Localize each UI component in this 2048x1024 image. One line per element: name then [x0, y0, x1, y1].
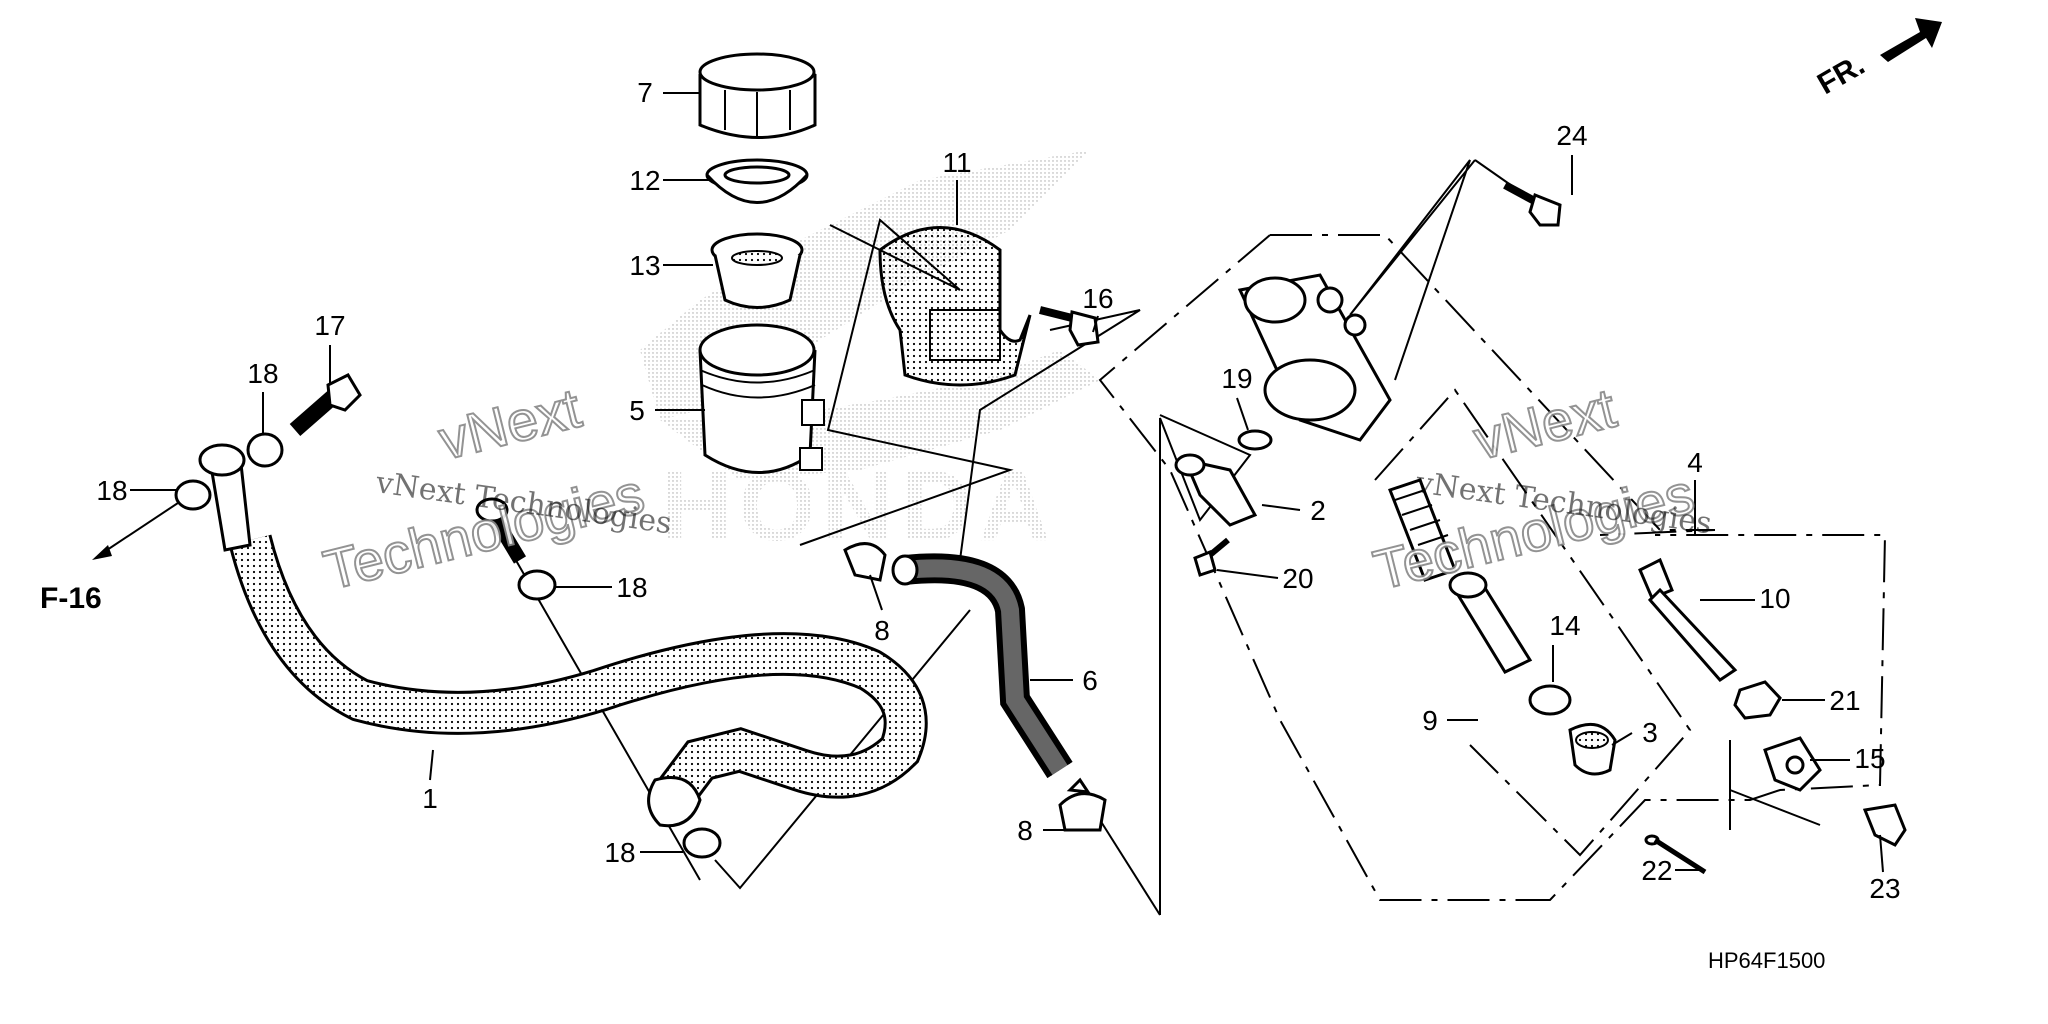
callout-18-mid: 18 [616, 572, 647, 603]
callout-13: 13 [629, 250, 660, 281]
washer-18-bottom [682, 827, 722, 859]
hose-joint-2 [1174, 453, 1258, 527]
reservoir-cover [878, 226, 1032, 387]
callout-4: 4 [1687, 447, 1703, 478]
watermark-left-line1: vNext [433, 376, 588, 472]
reservoir [698, 323, 825, 474]
push-rod-joint [1763, 736, 1822, 792]
callout-18-top: 18 [247, 358, 278, 389]
master-cylinder-body [1237, 273, 1392, 442]
washer-14 [1528, 684, 1572, 716]
callout-19: 19 [1221, 363, 1252, 394]
callout-1: 1 [422, 783, 438, 814]
honda-brand-watermark: HONDA [660, 450, 1057, 562]
brake-hose [198, 443, 928, 828]
callout-5: 5 [629, 395, 645, 426]
callout-8-lower: 8 [1017, 815, 1033, 846]
reservoir-hose [891, 553, 1073, 779]
callout-8-upper: 8 [874, 615, 890, 646]
oil-bolt-17 [289, 373, 362, 437]
callout-12: 12 [629, 165, 660, 196]
callout-6: 6 [1082, 665, 1098, 696]
reference-label: F-16 [40, 582, 102, 615]
boot-3 [1568, 722, 1617, 776]
diagram-code: HP64F1500 [1708, 948, 1825, 973]
bolt-24 [1503, 181, 1562, 227]
oil-bolt-lower [475, 497, 527, 564]
callout-18-bottom: 18 [604, 837, 635, 868]
front-arrow-icon [1880, 18, 1942, 62]
callout-22: 22 [1641, 855, 1672, 886]
callout-10: 10 [1759, 583, 1790, 614]
callout-24: 24 [1556, 120, 1587, 151]
bolt-16 [1039, 306, 1100, 347]
assembly-outlines [1098, 234, 1887, 901]
callout-2: 2 [1310, 495, 1326, 526]
o-ring-19 [1237, 429, 1273, 451]
pin-22 [1644, 834, 1707, 875]
callout-3: 3 [1642, 717, 1658, 748]
washer-18-top [246, 432, 284, 468]
washer-18-left [174, 479, 212, 511]
callout-18-left: 18 [96, 475, 127, 506]
callout-21: 21 [1829, 685, 1860, 716]
washer-18-mid [517, 569, 557, 601]
direction-label: FR. [1812, 48, 1870, 101]
callout-15: 15 [1854, 743, 1885, 774]
front-direction-indicator: FR. [1812, 18, 1942, 101]
nut-21 [1733, 680, 1782, 720]
callout-17: 17 [314, 310, 345, 341]
callout-23: 23 [1869, 873, 1900, 904]
screw-20 [1193, 537, 1230, 577]
callout-9: 9 [1422, 705, 1438, 736]
hose-clip-upper [843, 542, 887, 582]
callout-leaders [130, 92, 1884, 873]
callout-16: 16 [1082, 283, 1113, 314]
callout-11: 11 [942, 147, 971, 178]
diaphragm [710, 232, 804, 309]
reference-arrow: F-16 [40, 494, 191, 615]
callouts: 1 2 3 4 5 6 7 8 8 9 10 11 12 13 14 15 16… [96, 77, 1900, 904]
piston-set [1388, 478, 1533, 674]
callout-20: 20 [1282, 563, 1313, 594]
watermark-right-line1: vNext [1468, 376, 1623, 472]
callout-14: 14 [1549, 610, 1580, 641]
hose-clip-lower [1058, 777, 1107, 832]
clip-23 [1862, 803, 1907, 847]
reservoir-cap [698, 52, 817, 139]
callout-7: 7 [637, 77, 653, 108]
push-rod [1638, 557, 1738, 682]
diaphragm-plate [705, 158, 809, 204]
